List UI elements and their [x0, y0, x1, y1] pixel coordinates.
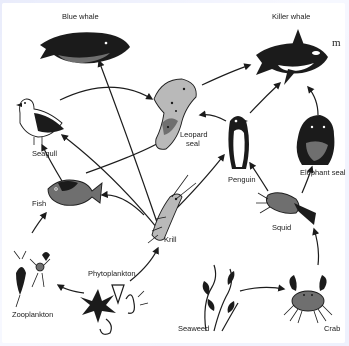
elephant-seal-icon — [297, 115, 335, 165]
arrow-penguin-to-leopard-seal — [200, 115, 226, 121]
label-krill: Krill — [164, 236, 177, 244]
arrow-krill-to-blue-whale — [99, 61, 160, 231]
arrow-fish-to-leopard-seal — [86, 141, 162, 173]
arrow-seagull-to-leopard-seal — [60, 87, 152, 100]
label-crab: Crab — [324, 325, 340, 333]
label-leopard-seal-line1: Leopard — [180, 131, 208, 139]
label-leopard-seal-line2: seal — [186, 140, 200, 148]
edge-text-fragment: m — [332, 37, 341, 49]
food-web-drawing — [2, 3, 345, 343]
arrow-seaweed-to-crab — [240, 287, 284, 291]
zooplankton-icon — [14, 251, 50, 307]
squid-icon — [256, 193, 316, 225]
label-zooplankton: Zooplankton — [12, 311, 53, 319]
killer-whale-icon — [256, 29, 328, 85]
label-penguin: Penguin — [228, 176, 256, 184]
food-web-diagram: Blue whale Killer whale Seagull Leopard … — [2, 3, 345, 343]
label-killer-whale: Killer whale — [272, 13, 310, 21]
label-elephant-seal: Elephant seal — [300, 169, 345, 177]
phytoplankton-icon — [80, 285, 148, 334]
crab-icon — [284, 275, 332, 323]
label-phytoplankton: Phytoplankton — [88, 270, 136, 278]
label-seagull: Seagull — [32, 150, 57, 158]
arrow-zooplankton-to-fish — [32, 213, 46, 233]
label-seaweed: Seaweed — [178, 325, 209, 333]
arrow-penguin-to-killer-whale — [250, 83, 280, 113]
label-squid: Squid — [272, 224, 291, 232]
label-blue-whale: Blue whale — [62, 13, 99, 21]
krill-icon — [148, 175, 196, 243]
penguin-icon — [228, 116, 249, 169]
arrow-elephant-seal-to-killer-whale — [308, 87, 318, 115]
arrow-krill-to-penguin — [172, 155, 224, 213]
arrow-leopard-seal-to-killer-whale — [202, 65, 250, 85]
arrow-crab-to-squid — [314, 229, 319, 265]
seagull-icon — [16, 99, 64, 145]
label-fish: Fish — [32, 200, 46, 208]
fish-icon — [48, 180, 102, 205]
blue-whale-icon — [40, 32, 130, 63]
seaweed-icon — [203, 265, 238, 331]
arrow-phytoplankton-to-zooplankton — [58, 285, 84, 293]
